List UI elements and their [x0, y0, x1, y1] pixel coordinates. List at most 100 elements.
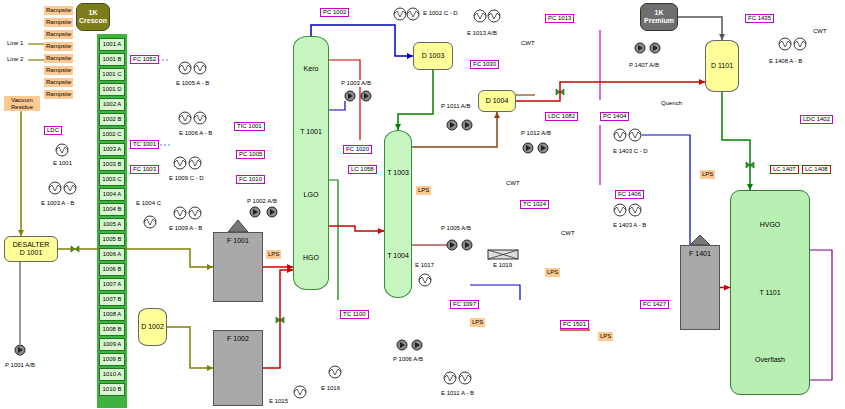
equipment-label: E 1015 — [268, 398, 289, 405]
node-text: FC 1427 — [643, 301, 666, 308]
panel-cell: 1001 B — [99, 53, 125, 66]
panel-cell: 1004 B — [99, 203, 125, 216]
pipe-line — [28, 59, 44, 60]
equipment-label: E 1017 — [414, 262, 435, 269]
panel-cell: 1008 A — [99, 308, 125, 321]
node-text: PC 1002 — [323, 9, 346, 16]
node-text: LC 1408 — [805, 166, 828, 173]
instrument-tag: FC 1435 — [745, 14, 774, 23]
exchanger-symbol — [189, 207, 201, 219]
node-text: TC 1024 — [523, 201, 546, 208]
exchanger-symbol — [179, 62, 191, 74]
instrument-tag: TC 1001 — [130, 140, 159, 149]
exchanger-symbol — [459, 372, 471, 384]
equipment-label: P 1002 A/B — [246, 198, 278, 205]
stream-tag: LPS — [545, 268, 560, 277]
stream-tag: Vacuum Residue — [4, 96, 40, 111]
node-text: 1008 B — [102, 326, 121, 333]
panel-cell: 1006 B — [99, 263, 125, 276]
instrument-tag: PC 1002 — [320, 8, 349, 17]
fired-heater: F 1401 — [680, 245, 720, 330]
node-text: FC 1435 — [748, 15, 771, 22]
pump-symbol — [462, 240, 472, 250]
equipment-label: E 1019 — [492, 262, 513, 269]
pump-symbol — [447, 240, 457, 250]
node-text: 1001 C — [102, 71, 121, 78]
equipment-label: P 1407 A/B — [628, 62, 660, 69]
equipment-label: E 1006 A - B — [178, 130, 213, 137]
pipe-line — [160, 145, 172, 146]
node-text: 1010 B — [102, 386, 121, 393]
node-text: Rampsite — [46, 91, 71, 98]
pump-symbol — [462, 120, 472, 130]
node-text: F 1002 — [227, 335, 249, 343]
panel-cell: 1002 A — [99, 98, 125, 111]
exchanger-symbol — [419, 274, 431, 286]
vessel-drum: D 1002 — [138, 308, 167, 346]
node-text: 1006 A — [103, 251, 122, 258]
stream-tag: Rampsite — [44, 78, 73, 87]
pipe-line — [516, 94, 535, 95]
instrument-tag: FC 1030 — [470, 60, 499, 69]
pipe-line — [488, 250, 518, 259]
node-text: 1005 B — [102, 236, 121, 243]
node-text: LGO — [304, 191, 319, 199]
equipment-label: E 1005 A - B — [175, 80, 210, 87]
equipment-label: E 1001 — [52, 160, 73, 167]
pump-symbol — [523, 143, 533, 153]
node-text: FC 1010 — [239, 176, 262, 183]
node-text: PC 1013 — [548, 15, 571, 22]
panel-cell: 1006 A — [99, 248, 125, 261]
fired-heater: F 1002 — [213, 330, 263, 406]
stream-tag: Rampsite — [44, 42, 73, 51]
pipe-connector — [678, 17, 722, 40]
pump-symbol — [267, 207, 277, 217]
equipment-label: E 1408 A - B — [768, 58, 803, 65]
pipe-line — [412, 244, 447, 245]
node-text: LC 1407 — [773, 166, 796, 173]
equipment-label: E 1011 A - B — [440, 390, 475, 397]
exchanger-symbol — [294, 386, 306, 398]
distillation-column: KeroT 1001LGOHGO — [293, 36, 329, 290]
node-text: LPS — [600, 333, 611, 340]
node-text: 1002 A — [103, 101, 122, 108]
equipment-label: CWT — [505, 180, 521, 187]
instrument-tag: LDC — [44, 126, 62, 135]
exchanger-symbol — [794, 38, 806, 50]
panel-cell: 1001 D — [99, 83, 125, 96]
node-text: LC 1058 — [351, 166, 374, 173]
pipe-connector — [58, 249, 213, 267]
node-text: Vacuum Residue — [6, 97, 38, 110]
node-text: 1K Premium — [642, 9, 676, 24]
stream-tag: LPS — [598, 332, 613, 341]
node-text: PC 1005 — [239, 151, 262, 158]
exchanger-symbol — [488, 10, 500, 22]
pump-symbol — [538, 143, 548, 153]
pipe-connector — [263, 270, 293, 368]
node-text: 1003 C — [102, 176, 121, 183]
exchanger-symbol — [174, 157, 186, 169]
panel-cell: 1005 A — [99, 218, 125, 231]
node-text: 1008 A — [103, 311, 122, 318]
panel-cell: 1001 A — [99, 38, 125, 51]
panel-cell: 1008 B — [99, 323, 125, 336]
node-text: T 1001 — [300, 128, 322, 136]
node-text: HVGO — [760, 221, 781, 229]
pipe-connector — [398, 70, 433, 130]
equipment-label: Quench — [660, 100, 683, 107]
pipe-connector — [20, 111, 22, 236]
marshalling-panel — [97, 34, 127, 408]
alarm-tag: LC 1407 — [770, 165, 799, 174]
node-text: LPS — [472, 319, 483, 326]
node-text: Rampsite — [46, 19, 71, 26]
exchanger-symbol — [194, 62, 206, 74]
pipe-connector — [329, 226, 384, 231]
node-text: FC 1052 — [133, 56, 156, 63]
node-text: F 1001 — [227, 237, 249, 245]
exchanger-symbol — [179, 112, 191, 124]
panel-cell: 1009 B — [99, 353, 125, 366]
exchanger-symbol — [174, 207, 186, 219]
node-text: 1009 B — [102, 356, 121, 363]
panel-cell: 1003 C — [99, 173, 125, 186]
instrument-tag: LDC 1082 — [545, 112, 578, 121]
